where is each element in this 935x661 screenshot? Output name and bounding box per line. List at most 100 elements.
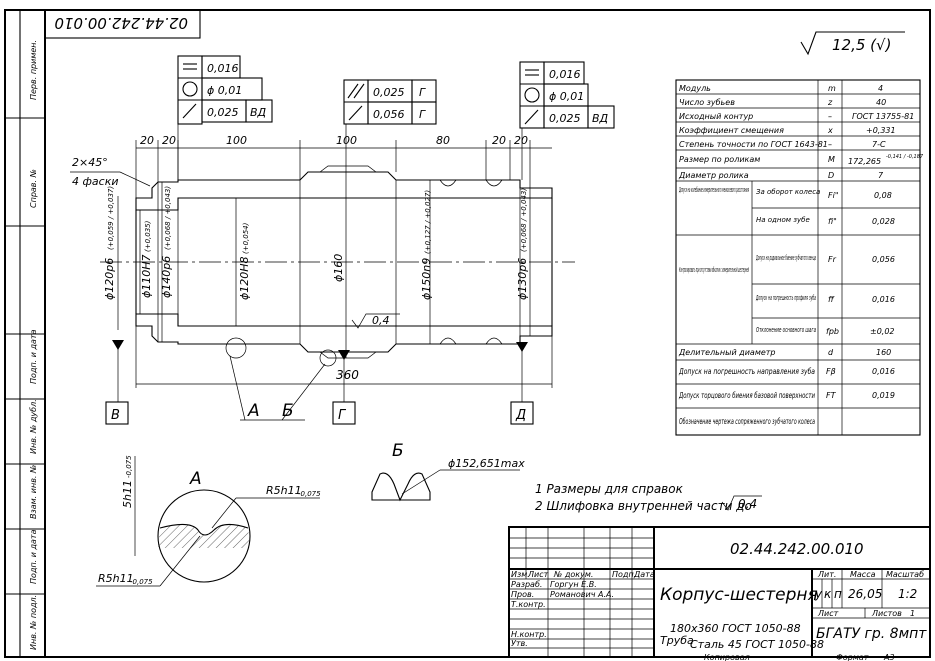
- svg-text:Допуск на радиальное биение зу: Допуск на радиальное биение зубчатого ве…: [756, 254, 816, 262]
- svg-text:ϕ120р6: ϕ120р6: [103, 258, 116, 300]
- svg-text:(+0,127 / +0,027): (+0,127 / +0,027): [424, 190, 432, 254]
- bore-roughness: 0,4: [351, 313, 400, 329]
- svg-text:x: x: [827, 126, 833, 135]
- svg-text:Б: Б: [392, 441, 404, 461]
- svg-text:Допуск на погрешность направле: Допуск на погрешность направления зуба: [678, 367, 815, 376]
- svg-text:№ докум.: № докум.: [553, 570, 593, 579]
- svg-text:ВД: ВД: [592, 112, 609, 125]
- svg-text:ϕ130р6: ϕ130р6: [516, 258, 529, 300]
- svg-text:Коэффициент смещения: Коэффициент смещения: [679, 126, 784, 135]
- svg-text:На одном зубе: На одном зубе: [756, 216, 810, 224]
- detail-b: Б ϕ152,651max: [371, 441, 525, 502]
- detail-a: А 5h11 -0,075 R5h11 -0,075 R5h11 -0,075: [96, 455, 321, 587]
- svg-text:180х360 ГОСТ 1050-88: 180х360 ГОСТ 1050-88: [670, 622, 801, 635]
- svg-text:d: d: [828, 348, 834, 357]
- svg-text:Допуск на колебание измеритель: Допуск на колебание измерительного межос…: [679, 186, 749, 194]
- detail-b-circle: [319, 349, 337, 367]
- svg-text:1:2: 1:2: [898, 587, 917, 601]
- svg-text:80: 80: [436, 134, 450, 147]
- svg-text:0,016: 0,016: [549, 68, 581, 81]
- svg-text:ϕ 0,01: ϕ 0,01: [549, 90, 584, 103]
- svg-text:А: А: [189, 469, 202, 489]
- svg-text:(+0,059 / +0,037): (+0,059 / +0,037): [107, 186, 115, 250]
- svg-text:Д: Д: [515, 408, 526, 423]
- svg-text:7-С: 7-С: [872, 140, 886, 149]
- note-2: 2 Шлифовка внутренней части до: [535, 499, 752, 513]
- svg-text:7: 7: [878, 171, 884, 180]
- svg-text:Листов: Листов: [871, 609, 902, 618]
- svg-text:fpb: fpb: [826, 327, 839, 336]
- svg-text:z: z: [827, 98, 833, 107]
- svg-text:±0,02: ±0,02: [870, 327, 895, 336]
- svg-text:Число зубьев: Число зубьев: [679, 98, 735, 107]
- svg-text:Лит.: Лит.: [817, 570, 836, 579]
- svg-text:ϕ160: ϕ160: [332, 254, 345, 282]
- svg-text:12,5 (√): 12,5 (√): [832, 36, 891, 54]
- detail-a-circle: [225, 337, 247, 359]
- svg-text:-0,075: -0,075: [298, 490, 321, 498]
- chamfer-dim: 2×45°: [72, 156, 108, 169]
- svg-text:FT: FT: [826, 391, 837, 400]
- svg-text:Размер по роликам: Размер по роликам: [679, 155, 760, 164]
- svg-text:Fβ: Fβ: [826, 367, 836, 376]
- view-label-b: Б: [282, 401, 294, 421]
- svg-text:Степень точности по ГОСТ 1643-: Степень точности по ГОСТ 1643-81: [679, 140, 828, 149]
- svg-text:0,016: 0,016: [207, 62, 239, 75]
- svg-text:ВД: ВД: [250, 106, 267, 119]
- svg-text:R5h11: R5h11: [98, 572, 134, 585]
- left-strip-labels: Перв. примен. Справ. № Подп. и дата Инв.…: [29, 40, 38, 650]
- svg-text:-0,075: -0,075: [125, 455, 133, 478]
- svg-text:5h11: 5h11: [121, 480, 134, 508]
- svg-text:ϕ150n9: ϕ150n9: [420, 258, 433, 300]
- svg-text:0,025: 0,025: [549, 112, 581, 125]
- svg-text:Fr: Fr: [828, 255, 837, 264]
- datum-markers: В Г Д: [105, 340, 534, 425]
- strip-label: Справ. №: [29, 169, 38, 208]
- strip-label: Перв. примен.: [29, 40, 38, 100]
- svg-text:0,025: 0,025: [373, 86, 405, 99]
- svg-text:0,016: 0,016: [872, 295, 895, 304]
- svg-text:–: –: [828, 140, 832, 149]
- note-1: 1 Размеры для справок: [535, 482, 684, 496]
- svg-text:п: п: [834, 587, 842, 601]
- svg-text:(+0,068 / +0,043): (+0,068 / +0,043): [520, 188, 528, 252]
- svg-text:-0,075: -0,075: [130, 578, 153, 586]
- svg-text:Г: Г: [419, 108, 426, 121]
- svg-text:Г: Г: [338, 408, 347, 423]
- svg-text:D: D: [828, 171, 834, 180]
- svg-text:у: у: [814, 587, 823, 601]
- svg-text:Диаметр ролика: Диаметр ролика: [678, 171, 749, 180]
- svg-text:ϕ140р6: ϕ140р6: [160, 256, 173, 298]
- svg-text:Изм.: Изм.: [511, 570, 530, 579]
- strip-label: Подп. и дата: [29, 329, 38, 384]
- svg-text:Делительный диаметр: Делительный диаметр: [678, 348, 776, 357]
- svg-text:Сталь 45 ГОСТ 1050-88: Сталь 45 ГОСТ 1050-88: [690, 638, 824, 651]
- svg-text:БГАТУ гр. 8мпт: БГАТУ гр. 8мпт: [816, 626, 927, 642]
- svg-text:–: –: [828, 112, 832, 121]
- svg-text:360: 360: [336, 368, 359, 382]
- svg-text:ϕ 0,01: ϕ 0,01: [207, 84, 242, 97]
- strip-label: Подп. и дата: [29, 529, 38, 584]
- svg-text:В: В: [111, 408, 120, 423]
- notes: 1 Размеры для справок 2 Шлифовка внутрен…: [535, 482, 762, 513]
- svg-text:100: 100: [226, 134, 247, 147]
- svg-text:Подп.: Подп.: [612, 570, 636, 579]
- svg-text:26,05: 26,05: [848, 587, 882, 601]
- svg-text:Дата: Дата: [633, 570, 655, 579]
- svg-text:20: 20: [162, 134, 176, 147]
- svg-text:Fi": Fi": [828, 191, 839, 200]
- svg-text:Модуль: Модуль: [679, 84, 711, 93]
- svg-text:+0,331: +0,331: [866, 126, 896, 135]
- svg-text:172,265: 172,265: [848, 157, 881, 166]
- doc-number-rotated: 02.44.242.00.010: [54, 14, 188, 32]
- tolerance-frames-right: 0,016 ϕ 0,01 0,025 ВД: [519, 61, 615, 180]
- svg-text:ff: ff: [828, 295, 835, 304]
- svg-text:Исходный контур: Исходный контур: [679, 112, 753, 121]
- chamfer-note: 4 фаски: [72, 175, 118, 188]
- svg-text:0,08: 0,08: [874, 191, 892, 200]
- svg-text:ГОСТ 13755-81: ГОСТ 13755-81: [852, 112, 914, 121]
- svg-text:-0,141 / -0,187: -0,141 / -0,187: [886, 154, 924, 160]
- svg-text:Т.контр.: Т.контр.: [511, 600, 546, 609]
- svg-text:20: 20: [140, 134, 154, 147]
